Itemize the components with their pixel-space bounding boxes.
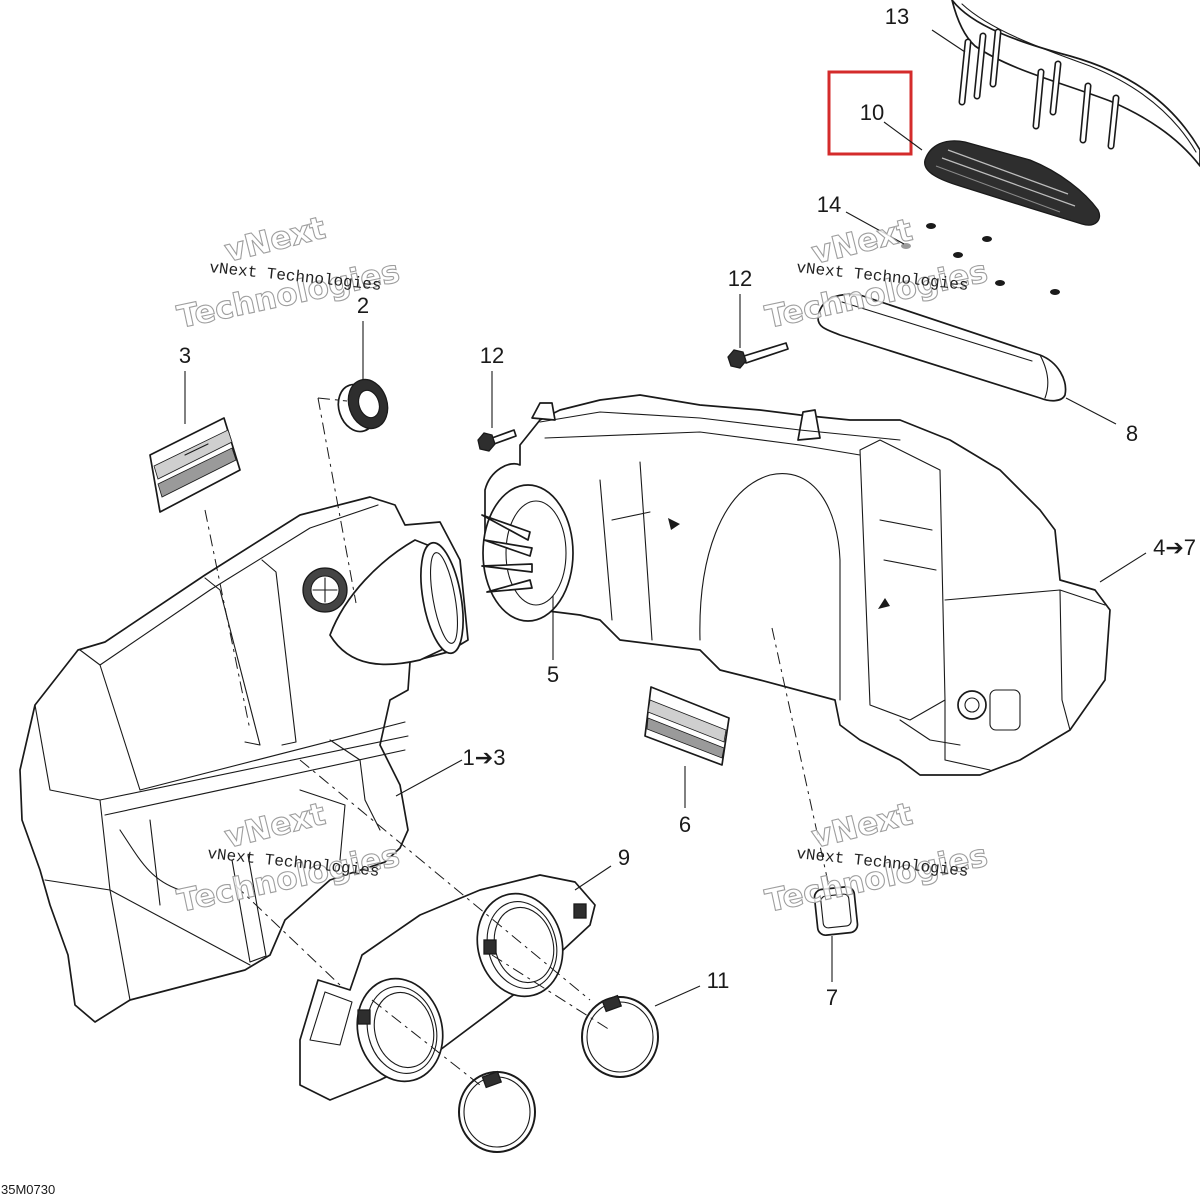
bracket-pin (1032, 68, 1045, 130)
bracket-pin (1049, 60, 1062, 116)
part-7-square-seal (813, 885, 859, 937)
direction-arrow (878, 598, 890, 609)
fastener-dot (982, 236, 992, 242)
callout-6: 6 (679, 812, 691, 837)
watermark-word-1: vNext (221, 210, 329, 270)
direction-arrow (668, 518, 680, 530)
bracket-pin (989, 28, 1002, 88)
callout-13: 13 (885, 4, 909, 29)
part-5-air-box-housing (481, 394, 1111, 776)
watermark-word-1: vNext (808, 796, 916, 856)
part-2-grommet (337, 378, 389, 433)
adapter-clip (357, 1009, 371, 1025)
watermark-word-2: Technologies (174, 254, 403, 336)
mounting-tab (531, 402, 556, 421)
callout-7: 7 (826, 985, 838, 1010)
part-8-foam-strip (817, 293, 1067, 402)
bracket-pin (973, 32, 987, 100)
highlight-box (827, 70, 913, 156)
callout-12-right: 12 (728, 266, 752, 291)
callout-5: 5 (547, 662, 559, 687)
part-9-intake-adapter (299, 874, 596, 1101)
figure-code: 35M0730 (1, 1182, 55, 1197)
part-10-trim-cover (924, 140, 1101, 226)
fastener-dot (953, 252, 963, 258)
fastener-dot (1050, 289, 1060, 295)
part-3-warning-label (149, 417, 241, 513)
callout-1-to-3: 1➔3 (463, 745, 506, 770)
part-12-bolt-left (477, 429, 517, 452)
mounting-tab (797, 409, 821, 441)
fastener-dot (926, 223, 936, 229)
fastener-dot (901, 243, 911, 249)
fill-cap (302, 567, 348, 613)
intake-snout (329, 539, 464, 666)
part-12-bolt-right (727, 342, 789, 369)
inlet-funnel (481, 484, 574, 622)
callout-9: 9 (618, 845, 630, 870)
bracket-pin (1079, 82, 1092, 144)
adapter-clip (573, 903, 587, 919)
adapter-clip (483, 939, 497, 955)
part-13-mounting-bracket (951, 0, 1200, 167)
callout-11: 11 (707, 968, 730, 993)
leader-lines (184, 29, 1147, 1007)
callout-8: 8 (1126, 421, 1138, 446)
part-11-hose-clamp (581, 994, 659, 1078)
adapter-ring (476, 892, 564, 998)
part-14-fasteners (901, 223, 1060, 295)
callouts: 13 10 14 12 12 2 3 8 4➔7 5 1➔3 6 9 11 7 (179, 4, 1196, 1010)
adapter-ring (356, 977, 444, 1083)
mounting-boss (957, 690, 987, 720)
fastener-dot (995, 280, 1005, 286)
callout-3: 3 (179, 343, 191, 368)
assembly-lines (204, 397, 829, 1086)
callout-12-left: 12 (480, 343, 504, 368)
part-11-hose-clamp (458, 1070, 536, 1153)
callout-2: 2 (357, 293, 369, 318)
callout-10: 10 (860, 100, 884, 125)
bracket-pin (958, 38, 972, 106)
part-6-warning-label (644, 686, 730, 766)
callout-14: 14 (817, 192, 841, 217)
part-1-air-box-housing (19, 496, 469, 1023)
bracket-pin (1107, 94, 1120, 150)
callout-4-to-7: 4➔7 (1153, 535, 1196, 560)
watermark: vNext Technologies vNext Technologies (762, 796, 992, 921)
